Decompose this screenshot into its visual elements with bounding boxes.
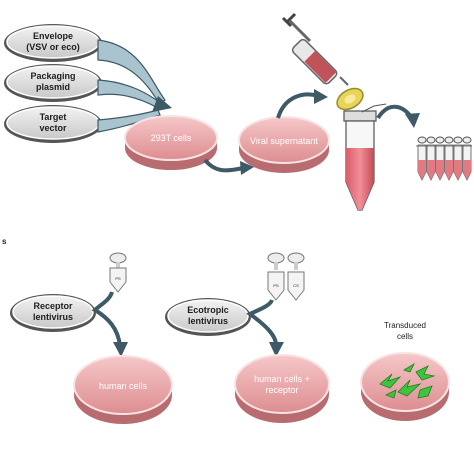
dish-transduced: [360, 352, 450, 421]
ps-tube-left-label: PS: [115, 276, 121, 281]
arrowhead-2: [240, 161, 254, 175]
ecotropic-lentivirus-oval: Ecotropic lentivirus: [165, 298, 251, 336]
supernatant-to-tube-arrow: [276, 92, 319, 119]
green-cells: [379, 362, 436, 399]
aliquot-tube: [453, 136, 463, 181]
transduced-label: Transduced: [384, 321, 426, 330]
dish-293t-label: 293T cells: [151, 133, 192, 143]
dish-293t: 293T cells: [124, 115, 218, 170]
arrowhead-4: [405, 113, 420, 128]
packaging-plasmid-oval: Packaging plasmid: [4, 64, 102, 102]
target-vector-oval: Target vector: [4, 105, 102, 143]
arrowhead-3: [314, 89, 328, 104]
ecotropic-label: Ecotropic: [187, 305, 229, 315]
receptor-to-human-arrow: [91, 291, 122, 347]
dish-human-cells-receptor: human cells + receptor: [234, 354, 330, 423]
aliquot-tube: [444, 136, 454, 181]
ecotropic-to-receptor-dish-arrow: [246, 299, 278, 346]
ps-tube-middle-label: PS: [273, 283, 279, 288]
envelope-sublabel: (VSV or eco): [26, 42, 80, 52]
panel-letter: s: [2, 237, 7, 246]
envelope-oval: Envelope (VSV or eco): [4, 24, 102, 62]
ps-tube-left: PS: [109, 252, 127, 293]
ovals-arrowhead: [152, 96, 172, 112]
target-sublabel: vector: [39, 123, 67, 133]
filter-icon: [336, 87, 364, 111]
dish-receptor-sublabel: receptor: [265, 385, 298, 395]
aliquot-tube: [426, 136, 436, 181]
ecotropic-sublabel: lentivirus: [188, 316, 228, 326]
aliquot-tube: [417, 136, 427, 181]
transduced-sublabel: cells: [397, 332, 413, 341]
arrowhead-5: [113, 342, 128, 357]
dish-supernatant-label: Viral supernatant: [250, 136, 318, 146]
receptor-label: Receptor: [33, 301, 73, 311]
conical-tube-icon: [343, 103, 387, 211]
syringe-icon: [281, 12, 349, 86]
target-label: Target: [40, 112, 67, 122]
dish-human-cells: human cells: [73, 355, 173, 424]
dish-human-label: human cells: [99, 381, 148, 391]
envelope-label: Envelope: [33, 31, 73, 41]
arrowhead-6: [269, 342, 284, 357]
dish-supernatant: Viral supernatant: [238, 116, 330, 173]
aliquot-tubes: [416, 136, 472, 181]
ps-tube-middle: PS: [267, 252, 285, 301]
packaging-sublabel: plasmid: [36, 82, 70, 92]
cs-tube-middle-label: CS: [293, 283, 299, 288]
cs-tube-middle: CS: [287, 252, 305, 301]
packaging-label: Packaging: [30, 71, 75, 81]
dish-receptor-label: human cells +: [254, 374, 310, 384]
293t-to-supernatant-arrow: [203, 158, 244, 173]
aliquot-tube: [462, 136, 472, 181]
receptor-sublabel: lentivirus: [33, 312, 73, 322]
receptor-lentivirus-oval: Receptor lentivirus: [10, 294, 96, 332]
aliquot-tube: [435, 136, 445, 181]
